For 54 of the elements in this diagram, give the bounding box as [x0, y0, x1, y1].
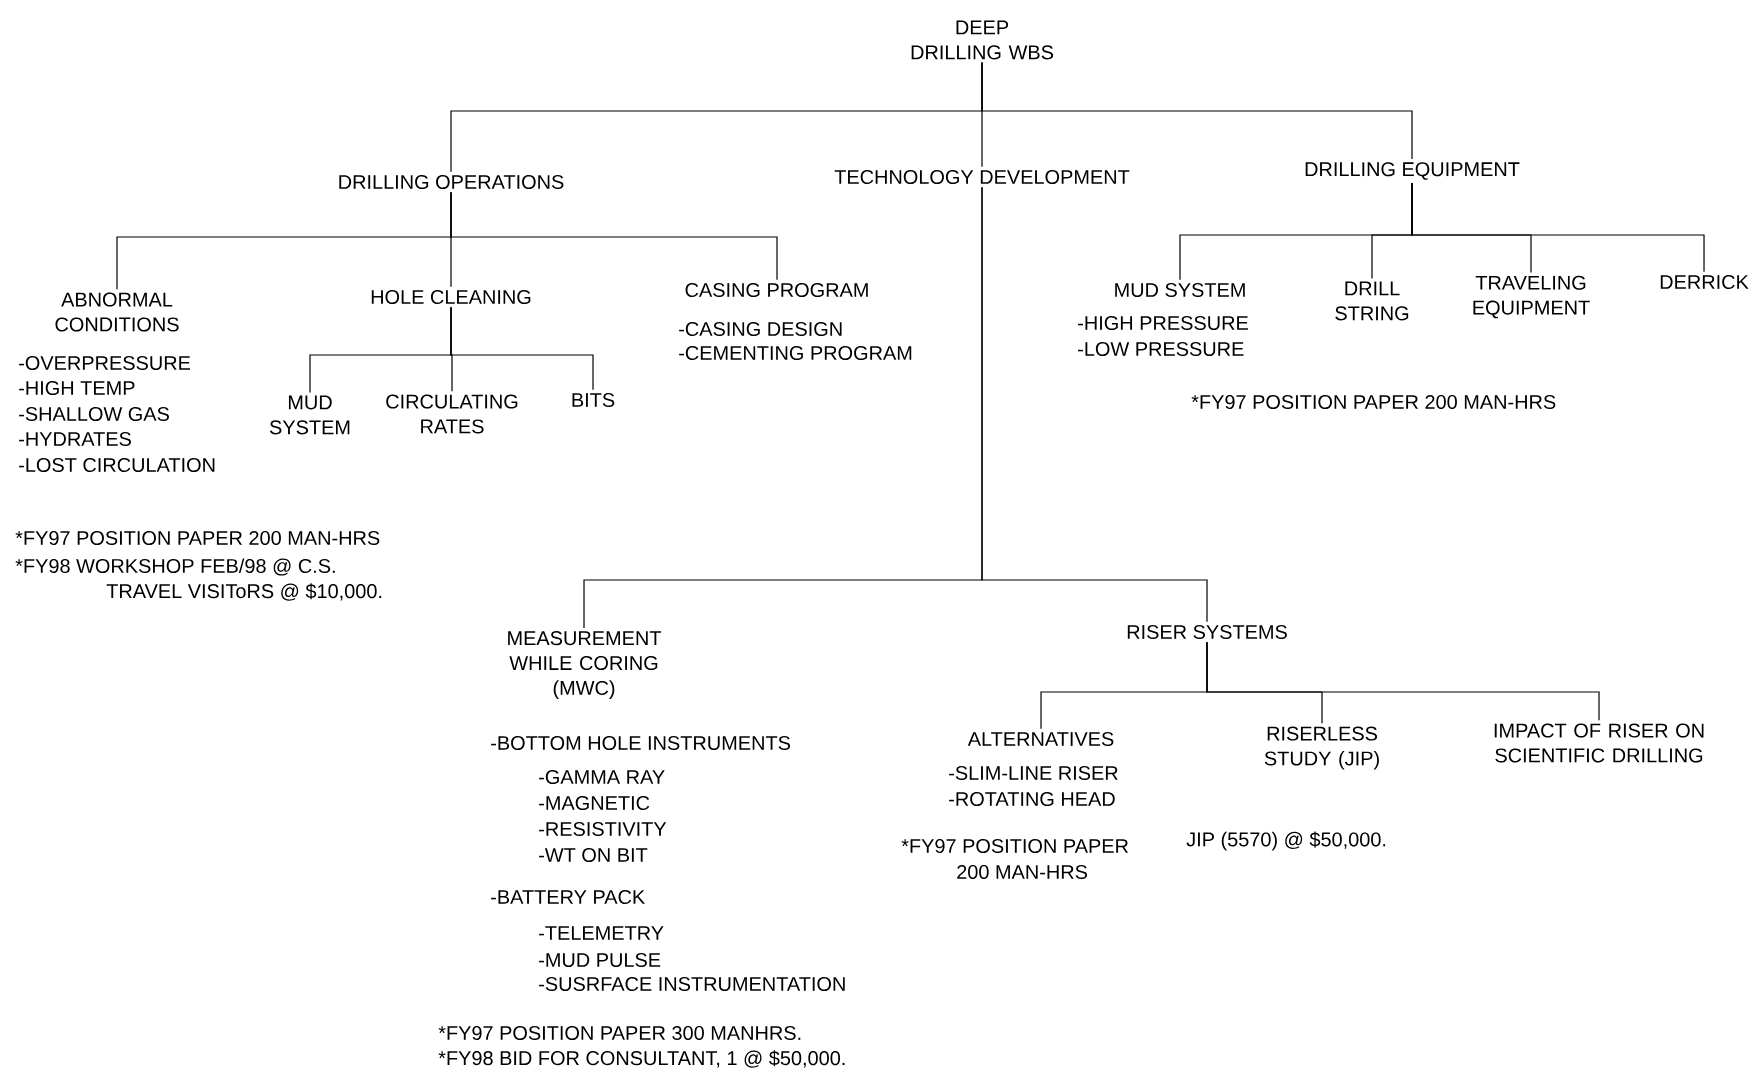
sub-item: -SLIM-LINE RISER	[949, 765, 1118, 781]
wbs-item: ABNORMAL CONDITIONS	[55, 292, 179, 332]
sub-item: -CASING DESIGN	[679, 321, 842, 337]
note: *FY98 BID FOR CONSULTANT, 1 @ $50,000.	[438, 1050, 845, 1068]
wbs-item: HOLE CLEANING	[371, 289, 531, 305]
tree-line	[1206, 641, 1600, 721]
note: TRAVEL VISIToRS @ $10,000.	[106, 583, 382, 601]
sub-item: -HIGH PRESSURE	[1078, 315, 1248, 331]
wbs-item: RISERLESS STUDY (JIP)	[1264, 726, 1379, 770]
sub-item: -RESISTIVITY	[539, 821, 667, 837]
wbs-item: DRILLING OPERATIONS	[339, 174, 564, 190]
note: JIP (5570) @ $50,000.	[1186, 831, 1386, 851]
sub-item: -BOTTOM HOLE INSTRUMENTS	[491, 735, 790, 751]
sub-item: -LOW PRESSURE	[1078, 341, 1244, 357]
sub-item: -GAMMA RAY	[539, 769, 665, 785]
sub-item: -SHALLOW GAS	[19, 406, 169, 422]
note: *FY97 POSITION PAPER	[901, 838, 1129, 854]
wbs-item: CASING PROGRAM	[685, 282, 868, 298]
tree-line	[981, 186, 1208, 623]
wbs-item: IMPACT OF RISER ON SCIENTIFIC DRILLING	[1494, 723, 1704, 763]
sub-item: -SUSRFACE INSTRUMENTATION	[539, 976, 845, 992]
wbs-item: RISER SYSTEMS	[1127, 624, 1287, 640]
sub-item: -WT ON BIT	[539, 847, 648, 863]
wbs-item: MEASUREMENT WHILE CORING (MWC)	[508, 631, 662, 699]
sub-item: -MAGNETIC	[539, 795, 650, 811]
wbs-item: CIRCULATING RATES	[386, 394, 518, 434]
sub-item: -LOST CIRCULATION	[19, 457, 215, 473]
wbs-item: MUD SYSTEM	[1115, 282, 1245, 298]
wbs-item: DRILLING EQUIPMENT	[1305, 162, 1520, 180]
tree-line	[450, 191, 778, 281]
sub-item: -MUD PULSE	[539, 952, 661, 968]
note: *FY97 POSITION PAPER 200 MAN-HRS	[15, 530, 380, 546]
tree-line	[981, 62, 1413, 160]
wbs-item: DERRICK	[1660, 274, 1749, 290]
wbs-item: ALTERNATIVES	[967, 731, 1114, 747]
sub-item: -CEMENTING PROGRAM	[679, 345, 912, 361]
note: *FY98 WORKSHOP FEB/98 @ C.S.	[15, 558, 335, 576]
sub-item: -TELEMETRY	[539, 926, 664, 940]
wbs-item: BITS	[572, 392, 615, 408]
sub-item: -OVERPRESSURE	[19, 355, 191, 371]
sub-item: -ROTATING HEAD	[949, 791, 1115, 807]
wbs-item: DEEP DRILLING WBS	[911, 20, 1054, 60]
note: *FY97 POSITION PAPER 200 MAN-HRS	[1191, 394, 1556, 410]
wbs-item: TRAVELING EQUIPMENT	[1473, 275, 1590, 319]
note: *FY97 POSITION PAPER 300 MANHRS.	[438, 1025, 801, 1041]
wbs-item: TECHNOLOGY DEVELOPMENT	[834, 169, 1130, 185]
wbs-item: MUD SYSTEM	[269, 395, 350, 435]
wbs-item: DRILL STRING	[1335, 281, 1409, 321]
tree-line	[450, 306, 594, 391]
tree-line	[1411, 182, 1705, 273]
sub-item: -HYDRATES	[19, 431, 131, 447]
note: 200 MAN-HRS	[957, 864, 1087, 880]
sub-item: -HIGH TEMP	[19, 380, 135, 396]
sub-item: -BATTERY PACK	[491, 889, 645, 905]
